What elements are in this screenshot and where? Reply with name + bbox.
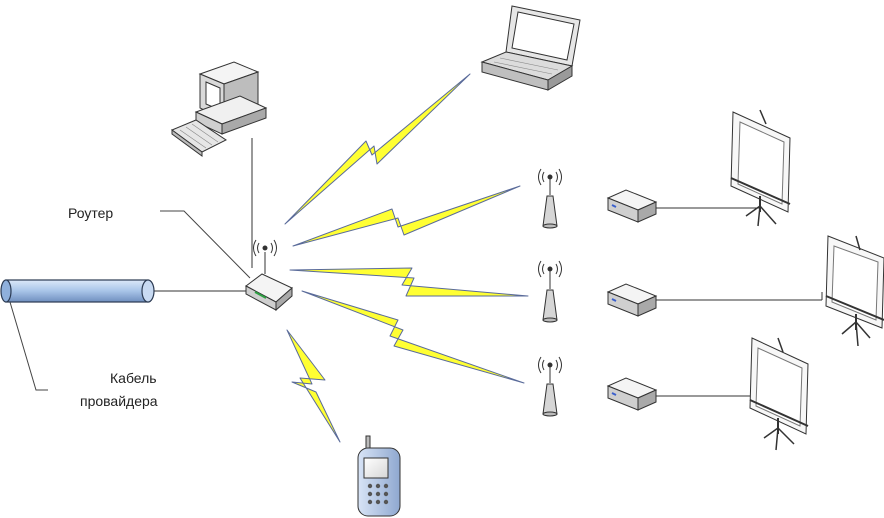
wireless-link-receiver-2 bbox=[289, 267, 529, 297]
provider-cable-label-line2: провайдера bbox=[80, 393, 158, 409]
cable-callout-leader bbox=[9, 301, 48, 391]
desktop-computer-icon bbox=[170, 61, 268, 157]
receiver-box-3-icon bbox=[606, 377, 658, 411]
wireless-link-phone bbox=[286, 329, 341, 443]
receiver-box-2-icon bbox=[606, 283, 658, 317]
wireless-link-laptop bbox=[284, 73, 471, 225]
access-point-2-icon bbox=[538, 260, 562, 323]
callout-leaders bbox=[9, 210, 251, 391]
projector-screen-2-icon bbox=[825, 235, 884, 347]
provider-cable-label-line1: Кабель bbox=[110, 370, 157, 386]
laptop-icon bbox=[480, 5, 581, 91]
router-callout-leader bbox=[160, 210, 251, 279]
provider-cable bbox=[0, 279, 155, 303]
wireless-link-receiver-3 bbox=[301, 290, 525, 384]
router-label: Роутер bbox=[68, 205, 114, 221]
router-icon bbox=[245, 239, 293, 312]
projector-screen-1-icon bbox=[730, 109, 791, 227]
projector-screen-3-icon bbox=[749, 337, 809, 451]
access-point-3-icon bbox=[538, 356, 562, 417]
receiver-box-1-icon bbox=[606, 189, 658, 223]
mobile-phone-icon bbox=[357, 435, 401, 517]
access-point-1-icon bbox=[538, 168, 562, 229]
wired-links bbox=[152, 138, 823, 397]
wireless-link-receiver-1 bbox=[292, 185, 521, 247]
wireless-links bbox=[284, 73, 529, 443]
